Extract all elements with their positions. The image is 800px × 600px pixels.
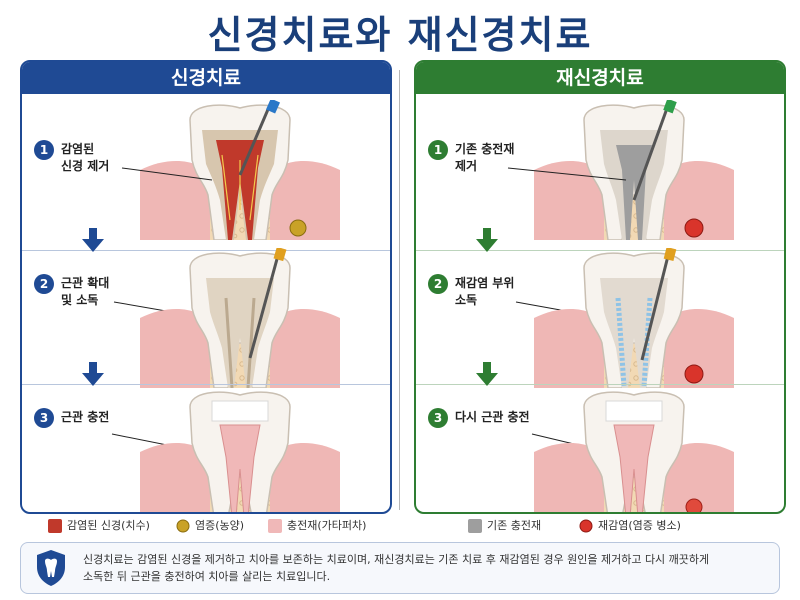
abscess-icon (176, 519, 190, 533)
legend: 감염된 신경(치수) 염증(농양) 충전재(가타퍼차) 기존 충전재 재감염(염… (0, 518, 800, 538)
step-label: 근관 충전 (61, 410, 110, 424)
legend-label: 기존 충전재 (487, 519, 542, 532)
summary-text: 신경치료는 감염된 신경을 제거하고 치아를 보존하는 치료이며, 재신경치료는… (83, 551, 773, 585)
step-divider (22, 384, 390, 385)
legend-abscess: 염증(농양) (175, 518, 244, 534)
arrow-down-icon (476, 228, 498, 252)
tooth-canal-cleaning-diagram (140, 248, 340, 388)
summary-line: 소독한 뒤 근관을 충전하여 치아를 살리는 치료입니다. (83, 570, 331, 583)
step-label: 다시 근관 충전 (455, 410, 530, 424)
legend-infected: 감염된 신경(치수) (48, 518, 150, 534)
retreatment-header: 재신경치료 (416, 62, 784, 94)
step-number: 3 (428, 408, 448, 428)
arrow-down-icon (476, 362, 498, 386)
step-number: 3 (34, 408, 54, 428)
summary-note: 신경치료는 감염된 신경을 제거하고 치아를 보존하는 치료이며, 재신경치료는… (20, 542, 780, 594)
step-divider (416, 250, 784, 251)
shield-tooth-icon (37, 550, 65, 586)
step-number: 1 (34, 140, 54, 160)
page-title: 신경치료와 재신경치료 (207, 13, 593, 57)
center-divider (399, 70, 400, 510)
tooth-refilled-diagram (534, 391, 734, 512)
legend-filling: 충전재(가타퍼차) (268, 518, 366, 534)
step-number: 2 (428, 274, 448, 294)
legend-label: 충전재(가타퍼차) (287, 519, 367, 532)
step-divider (416, 384, 784, 385)
step-label: 감염된 신경 제거 (61, 142, 110, 173)
legend-label: 감염된 신경(치수) (67, 519, 150, 532)
step-divider (22, 250, 390, 251)
legend-swatch (268, 519, 282, 533)
retreatment-panel: 재신경치료 1 기존 충전재 제거 2 재감염 부위 소독 (414, 60, 786, 514)
step-number: 2 (34, 274, 54, 294)
summary-line: 신경치료는 감염된 신경을 제거하고 치아를 보존하는 치료이며, 재신경치료는… (83, 553, 710, 566)
legend-label: 염증(농양) (195, 519, 245, 532)
step-label: 기존 충전재 제거 (455, 142, 515, 173)
arrow-down-icon (82, 228, 104, 252)
legend-label: 재감염(염증 병소) (598, 519, 681, 532)
tooth-disinfect-diagram (534, 248, 734, 388)
tooth-infected-nerve-diagram (140, 100, 340, 240)
root-canal-panel: 신경치료 1 감염된 신경 제거 2 근관 확대 및 소독 (20, 60, 392, 514)
legend-reinfection: 재감염(염증 병소) (578, 518, 681, 534)
reinfection-icon (579, 519, 593, 533)
step-label: 근관 확대 및 소독 (61, 276, 110, 307)
legend-swatch (468, 519, 482, 533)
step-label: 재감염 부위 소독 (455, 276, 515, 307)
tooth-remove-filling-diagram (534, 100, 734, 240)
root-canal-header: 신경치료 (22, 62, 390, 94)
arrow-down-icon (82, 362, 104, 386)
step-number: 1 (428, 140, 448, 160)
legend-swatch (48, 519, 62, 533)
legend-old-filling: 기존 충전재 (468, 518, 541, 534)
tooth-canal-filled-diagram (140, 391, 340, 512)
